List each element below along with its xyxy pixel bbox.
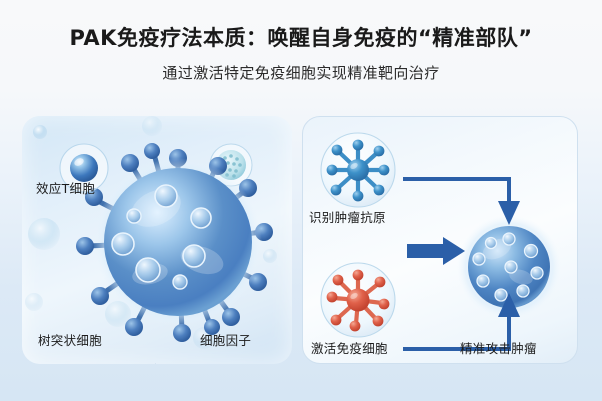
red-virus-icon (320, 262, 396, 338)
elbow-arrow-up-icon (403, 293, 520, 351)
immune-cells-panel-inner: 效应T细胞 树突状细胞 细胞因子 (22, 116, 292, 364)
spiked-cell-icon (76, 143, 273, 342)
arrow-right-icon (407, 237, 465, 265)
tumor-cell-icon (457, 215, 561, 319)
label-attack-tumor: 精准攻击肿瘤 (460, 341, 537, 356)
sphere-cell-icon (59, 143, 109, 193)
mechanism-panel: 识别肿瘤抗原 激活免疫细胞 精准攻击肿瘤 (302, 116, 578, 364)
page-subtitle: 通过激活特定免疫细胞实现精准靶向治疗 (162, 64, 440, 83)
label-cytokine: 细胞因子 (200, 333, 252, 348)
label-effector-t-cell: 效应T细胞 (36, 181, 96, 196)
label-recognize-antigen: 识别肿瘤抗原 (309, 210, 386, 225)
connector-line-decor (155, 363, 156, 364)
header: PAK免疫疗法本质：唤醒自身免疫的“精准部队” 通过激活特定免疫细胞实现精准靶向… (0, 0, 602, 83)
mechanism-panel-inner: 识别肿瘤抗原 激活免疫细胞 精准攻击肿瘤 (303, 117, 577, 363)
label-dendritic-cell: 树突状细胞 (38, 333, 103, 348)
label-activate-immune-cell: 激活免疫细胞 (311, 341, 388, 356)
blue-virus-icon (320, 132, 396, 208)
elbow-arrow-down-icon (403, 177, 520, 225)
page-title: PAK免疫疗法本质：唤醒自身免疫的“精准部队” (69, 26, 533, 50)
immune-cells-panel: 效应T细胞 树突状细胞 细胞因子 (22, 116, 292, 364)
